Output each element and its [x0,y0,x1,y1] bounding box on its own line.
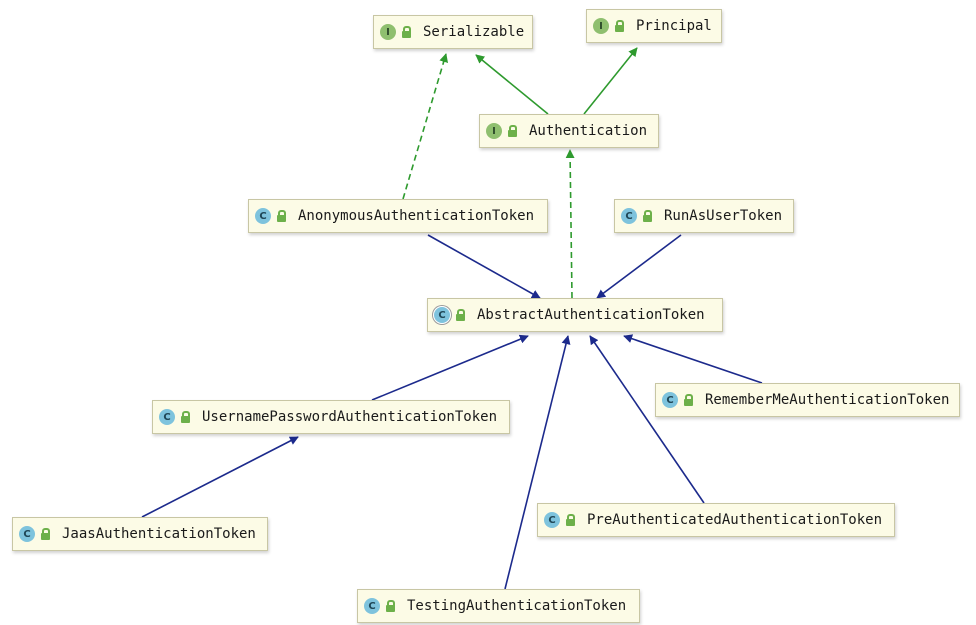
node-label: Authentication [529,123,648,139]
node-abstract[interactable]: C AbstractAuthenticationToken [427,298,723,332]
node-label: AnonymousAuthenticationToken [298,208,535,224]
public-lock-icon [684,394,693,406]
node-label: RunAsUserToken [664,208,783,224]
public-lock-icon [402,26,411,38]
edge-jaas-to-usernamepassword [141,436,299,518]
node-rememberme[interactable]: C RememberMeAuthenticationToken [655,383,960,417]
public-lock-icon [566,514,575,526]
node-label: RememberMeAuthenticationToken [705,392,950,408]
node-label: Serializable [423,24,525,40]
node-preauth[interactable]: C PreAuthenticatedAuthenticationToken [537,503,895,537]
class-icon: C [19,526,35,542]
class-icon: C [544,512,560,528]
node-jaas[interactable]: C JaasAuthenticationToken [12,517,268,551]
node-label: AbstractAuthenticationToken [477,307,705,323]
node-label: Principal [636,18,712,34]
class-icon: C [662,392,678,408]
abstract-class-icon: C [434,307,450,323]
public-lock-icon [41,528,50,540]
node-label: TestingAuthenticationToken [407,598,627,614]
node-label: JaasAuthenticationToken [62,526,256,542]
node-label: UsernamePasswordAuthenticationToken [202,409,498,425]
public-lock-icon [277,210,286,222]
public-lock-icon [643,210,652,222]
edge-runas-to-abstract [596,234,682,299]
node-authentication[interactable]: I Authentication [479,114,659,148]
edge-rememberme-to-abstract [623,334,763,384]
interface-icon: I [593,18,609,34]
node-testing[interactable]: C TestingAuthenticationToken [357,589,640,623]
class-icon: C [621,208,637,224]
edge-authentication-to-serializable [475,54,549,115]
node-serializable[interactable]: I Serializable [373,15,533,49]
edge-abstract-to-authentication [565,149,575,299]
node-label: PreAuthenticatedAuthenticationToken [587,512,883,528]
node-principal[interactable]: I Principal [586,9,722,43]
edge-anonymous-to-abstract [427,234,541,299]
node-runas[interactable]: C RunAsUserToken [614,199,794,233]
node-usernamepassword[interactable]: C UsernamePasswordAuthenticationToken [152,400,510,434]
edge-anonymous-to-serializable [402,53,449,200]
edge-authentication-to-principal [583,47,638,115]
public-lock-icon [456,309,465,321]
class-icon: C [159,409,175,425]
edge-testing-to-abstract [504,335,571,590]
class-icon: C [364,598,380,614]
edge-usernamepassword-to-abstract [371,334,529,401]
public-lock-icon [181,411,190,423]
class-icon: C [255,208,271,224]
interface-icon: I [486,123,502,139]
edge-preauth-to-abstract [589,335,705,504]
interface-icon: I [380,24,396,40]
public-lock-icon [386,600,395,612]
public-lock-icon [615,20,624,32]
public-lock-icon [508,125,517,137]
node-anonymous[interactable]: C AnonymousAuthenticationToken [248,199,548,233]
